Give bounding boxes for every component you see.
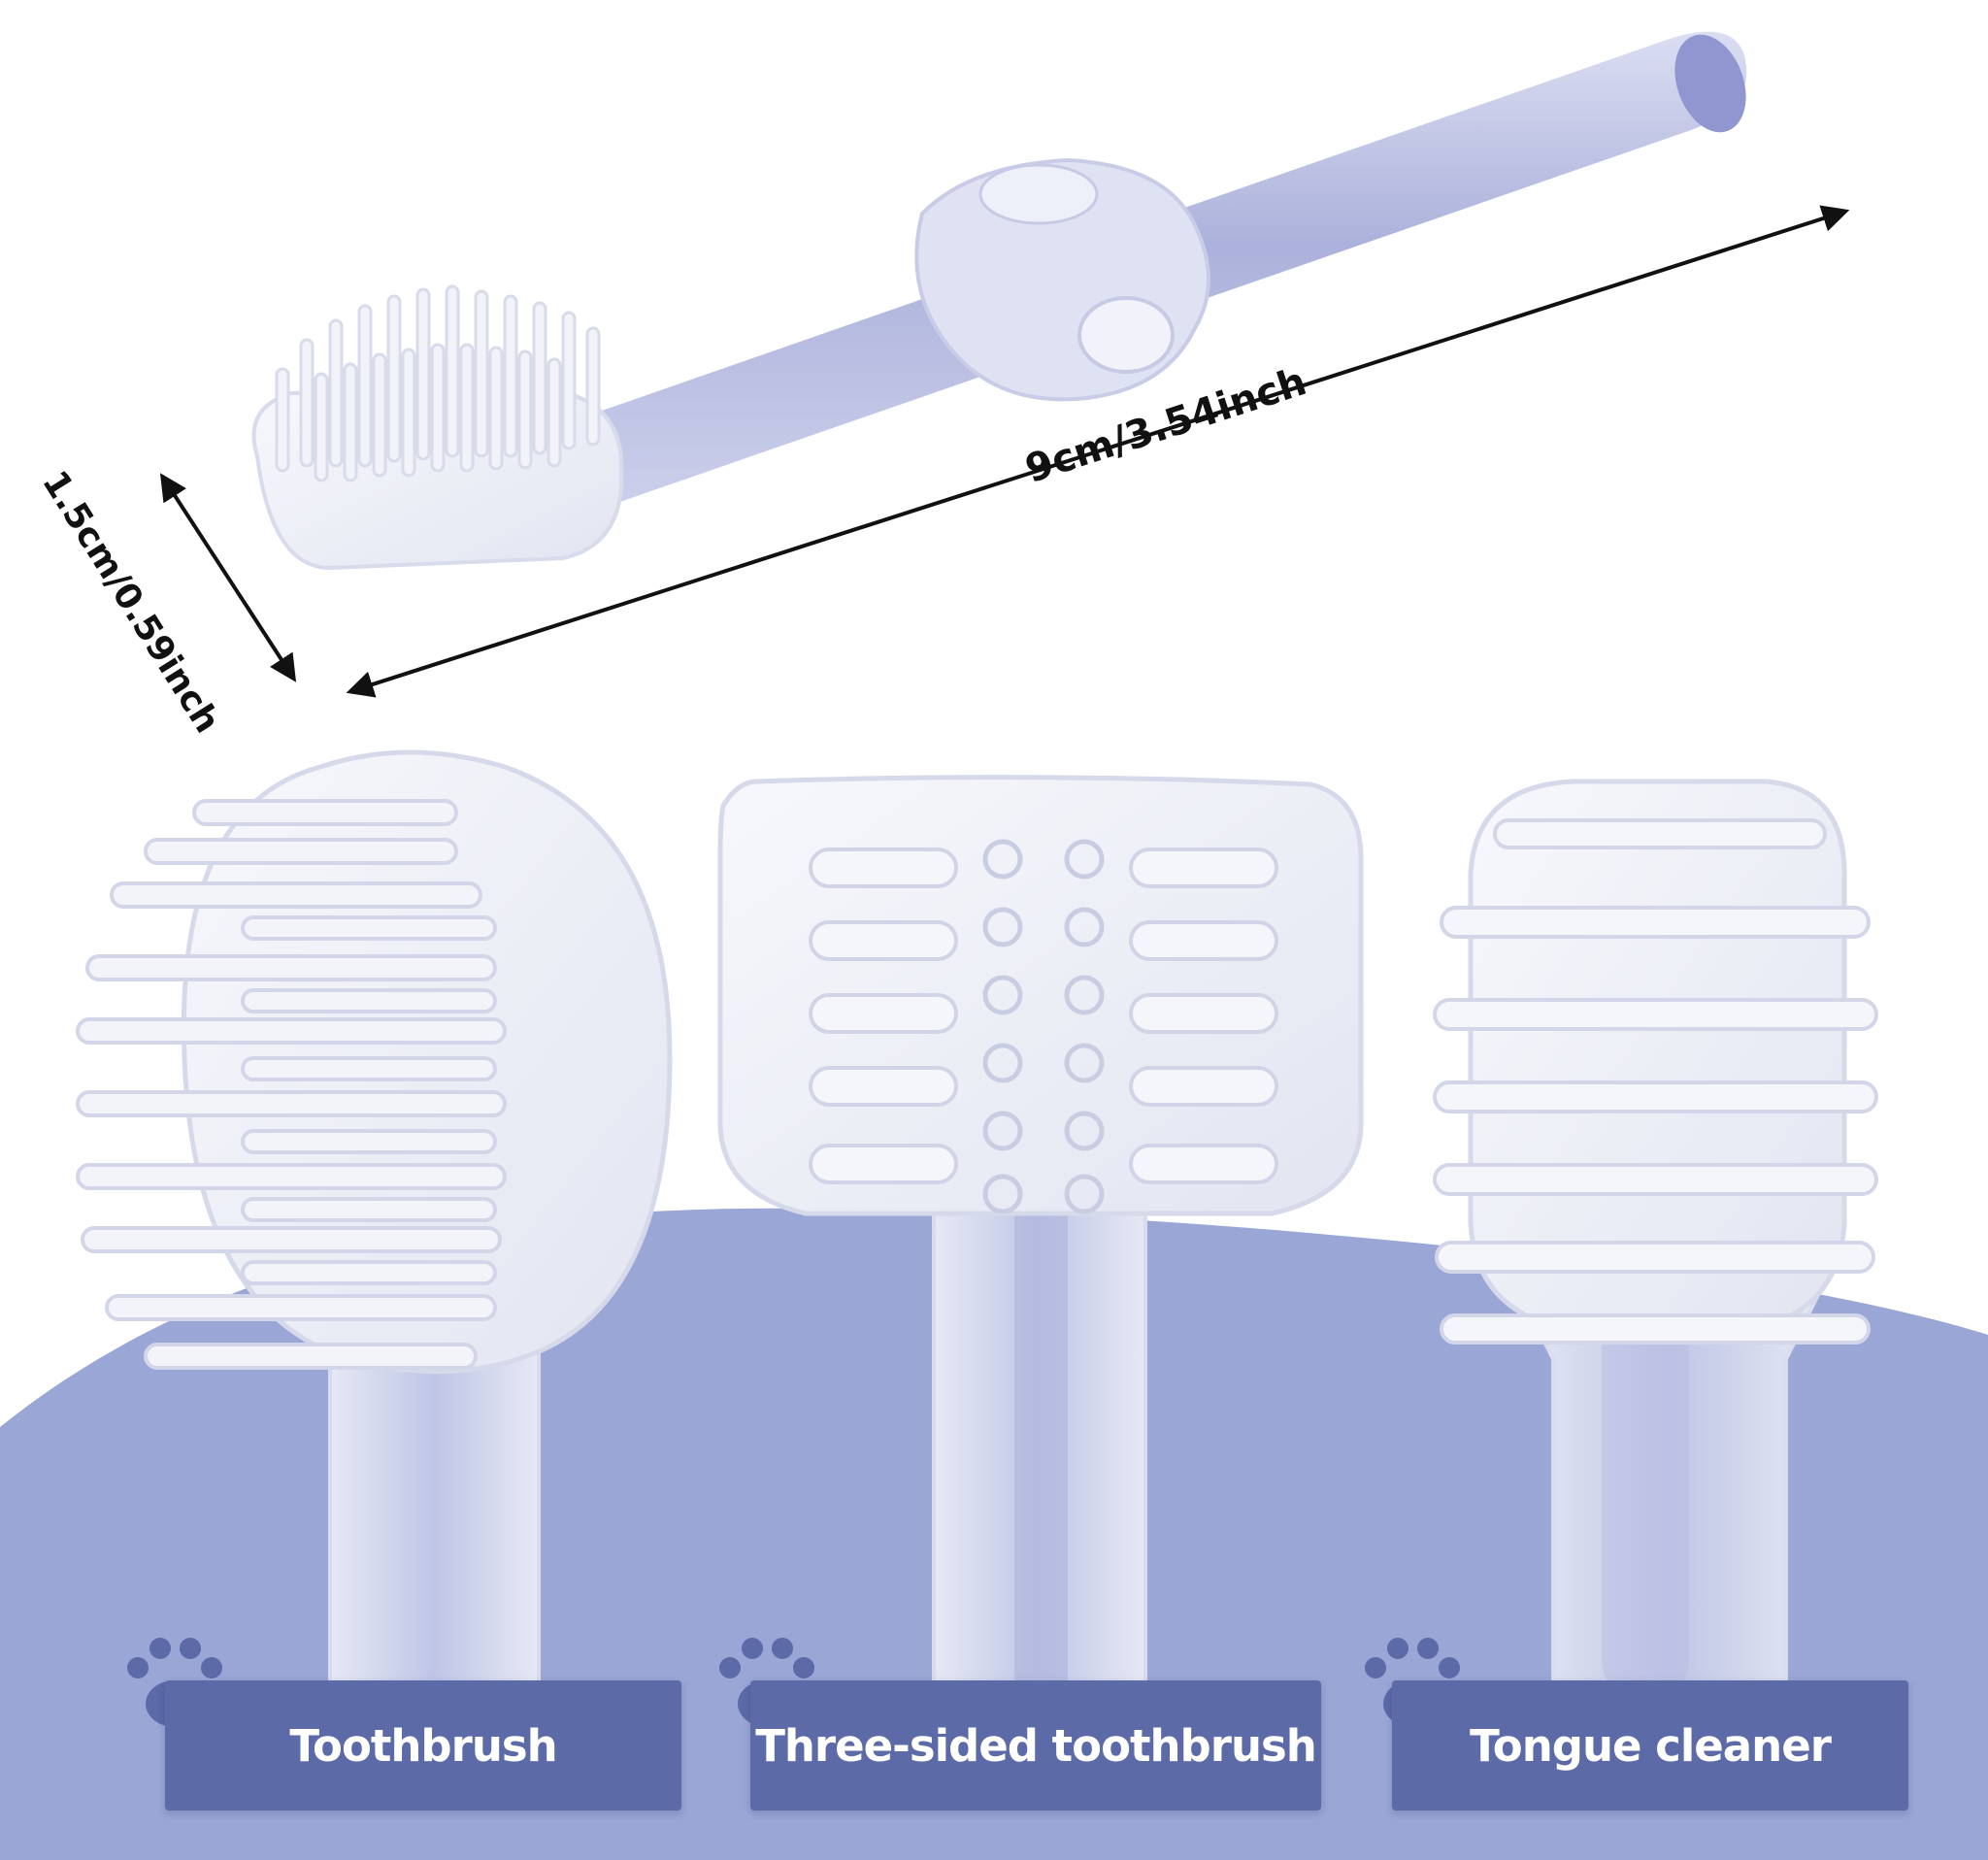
- length-arrow: [346, 205, 1850, 698]
- toothbrush-head-illustration: [76, 749, 673, 1701]
- toothbrush-top-illustration: [251, 31, 1747, 571]
- label-three-sided-toothbrush: Three-sided toothbrush: [750, 1680, 1321, 1810]
- label-toothbrush: Toothbrush: [165, 1680, 681, 1810]
- three-sided-toothbrush-illustration: [717, 775, 1364, 1701]
- tongue-cleaner-illustration: [1433, 779, 1878, 1701]
- width-arrow: [159, 473, 297, 682]
- label-tongue-cleaner: Tongue cleaner: [1392, 1680, 1908, 1810]
